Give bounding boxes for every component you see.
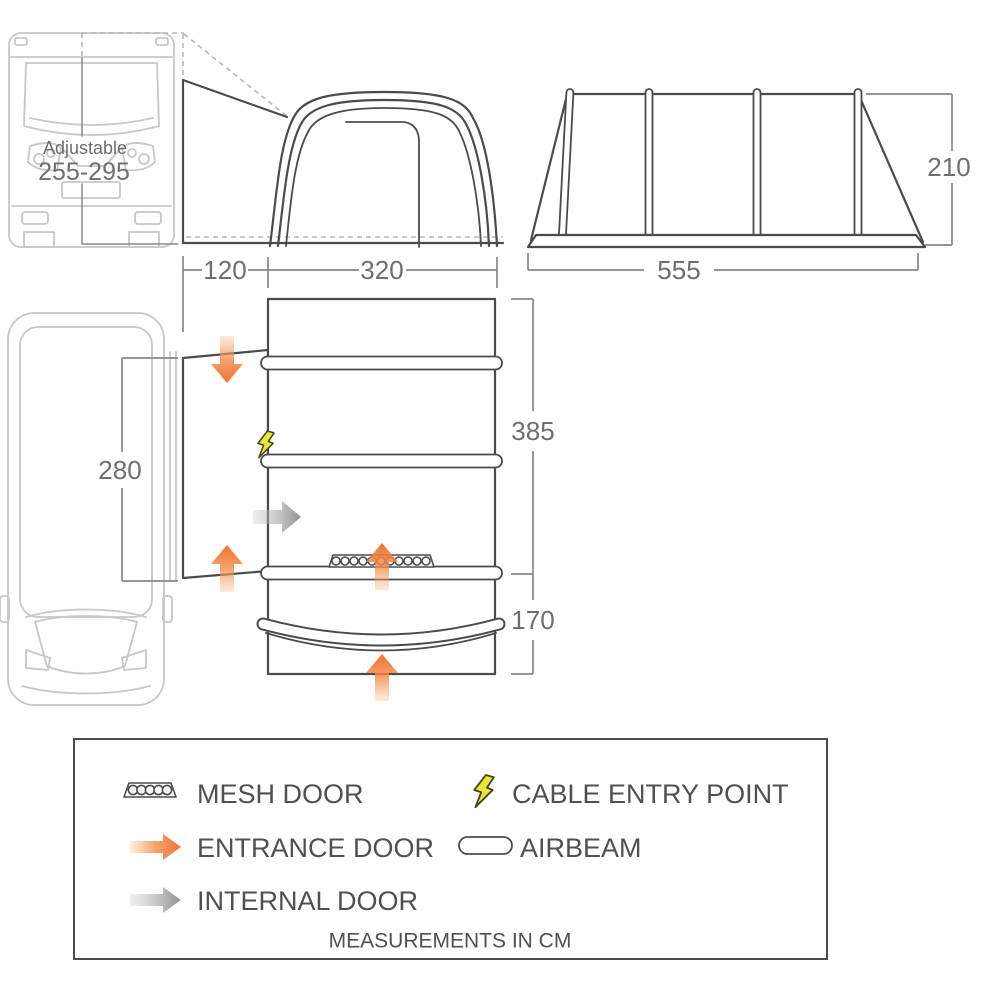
dimension-side-length: 555 (527, 253, 919, 285)
van-wheel (128, 231, 160, 248)
van-grille (61, 147, 122, 167)
van-headlamp (46, 148, 56, 158)
airbeam-icon (558, 88, 575, 239)
van-front-view: Adjustable 255-295 (8, 32, 179, 248)
legend-label-entrance-door: ENTRANCE DOOR (197, 833, 434, 863)
airbeam-icon (853, 88, 863, 239)
airbeam-icon (260, 453, 503, 469)
arch-inner (285, 107, 482, 247)
van-mirror (0, 595, 10, 623)
entrance-door-arrow-icon (130, 834, 181, 860)
dimension-front-widths: 120 320 (182, 255, 498, 332)
van-marker-right (155, 37, 169, 46)
legend-label-mesh-door: MESH DOOR (197, 779, 364, 809)
dimension-depths: 385 170 (511, 298, 555, 675)
internal-door-arrow-icon (253, 501, 301, 533)
van-wheel (23, 231, 55, 248)
van-windshield (23, 62, 160, 136)
legend-label-cable-entry: CABLE ENTRY POINT (512, 779, 789, 809)
adjust-line-lower (81, 183, 179, 245)
van-top-headlight (25, 649, 51, 671)
van-top-headlight (121, 649, 147, 671)
dim-label-210: 210 (927, 152, 970, 182)
floor-plan: 280 (0, 297, 555, 706)
dim-label-385: 385 (511, 416, 554, 446)
lightning-icon (257, 430, 275, 459)
van-top-shoulder (25, 608, 147, 618)
dim-label-320: 320 (360, 255, 403, 285)
legend-label-internal-door: INTERNAL DOOR (197, 886, 418, 916)
guy-line-left (529, 97, 568, 242)
van-top-view (0, 312, 177, 706)
tunnel-top-edge (181, 78, 289, 119)
adjustable-range-label: 255-295 (38, 158, 130, 186)
van-headlamp (138, 153, 150, 165)
tunnel-floor (181, 348, 270, 580)
entrance-door-arrow-icon (366, 654, 398, 701)
dim-label-555: 555 (657, 255, 700, 285)
entrance-door-arrow-icon (211, 545, 243, 592)
van-foglight (21, 211, 49, 225)
entrance-door-arrow-icon (211, 336, 243, 383)
internal-door-arrow-icon (130, 887, 181, 913)
dim-label-280: 280 (98, 455, 141, 485)
dimension-van-side: 280 (98, 357, 178, 582)
van-wiper-line (29, 117, 154, 126)
tent-base (526, 233, 927, 249)
airbeam-icon (644, 88, 654, 239)
airbeam-icon (752, 88, 762, 239)
awning-footprint (266, 297, 497, 676)
van-marker-left (14, 37, 28, 46)
measurements-note: MEASUREMENTS IN CM (329, 930, 572, 953)
airbeam-icon (260, 355, 503, 371)
airbeam-icon (458, 836, 513, 855)
van-top-body (7, 312, 165, 706)
dim-label-170: 170 (511, 605, 554, 635)
awning-front-view (81, 32, 505, 248)
van-mirror (162, 595, 173, 623)
van-top-bumper (21, 685, 151, 695)
van-headlight-left (27, 142, 62, 172)
airbeam-inner (258, 619, 504, 645)
tent-side-profile (526, 88, 927, 249)
van-headlamp (127, 148, 137, 158)
legend-box (73, 738, 828, 960)
van-headlight-right (121, 142, 156, 172)
legend-label-airbeam: AIRBEAM (520, 833, 642, 863)
dashed-guide-diagonal (183, 33, 289, 118)
dim-label-120: 120 (203, 255, 246, 285)
adjustable-label: Adjustable (43, 138, 127, 158)
van-headlamp (33, 153, 45, 165)
van-top-roof (19, 326, 153, 618)
lightning-icon (473, 774, 495, 809)
van-top-windshield (34, 615, 138, 675)
canopy-curve (265, 632, 497, 652)
arch-middle (276, 98, 491, 248)
dimension-height: 210 (866, 93, 971, 246)
guy-line-right (859, 98, 925, 244)
van-license-plate (61, 181, 121, 199)
awning-door-outline (345, 121, 420, 248)
legend: MESH DOOR ENTRANCE DOOR INTERNAL DOOR CA… (73, 738, 828, 960)
mesh-door-icon (123, 782, 177, 798)
arch-outer (268, 90, 499, 248)
van-foglight (134, 211, 162, 225)
entrance-door-arrow-icon (366, 543, 398, 590)
